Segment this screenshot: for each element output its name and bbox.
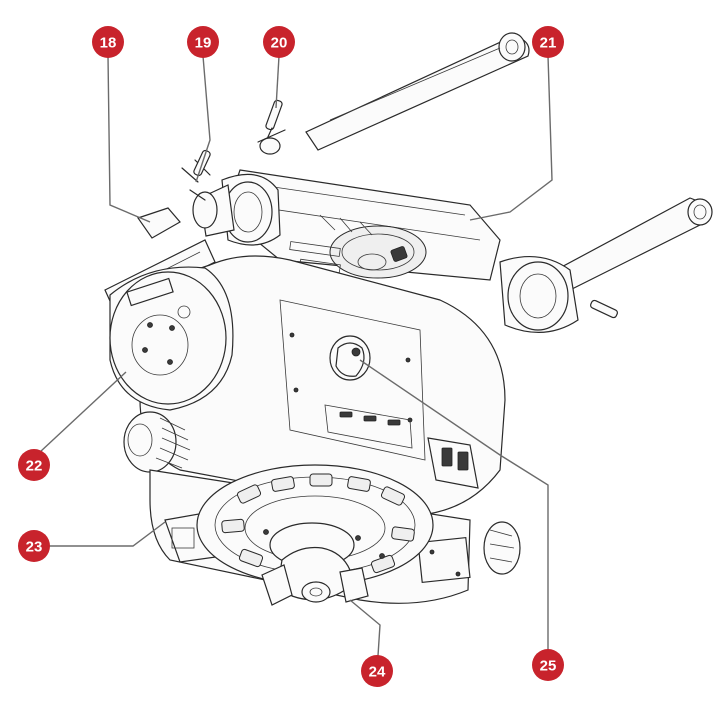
callout-19: 19 [187, 26, 219, 58]
pan-bar-clamp-right [499, 256, 618, 334]
callout-21-label: 21 [540, 35, 557, 52]
callout-19-badge [187, 26, 219, 58]
callout-23-badge [18, 530, 50, 562]
callout-25: 25 [532, 649, 564, 681]
callout-20-label: 20 [271, 35, 288, 52]
callout-22: 22 [18, 449, 50, 481]
callout-24-label: 24 [369, 664, 386, 681]
callout-18-badge [92, 26, 124, 58]
head-base [149, 464, 471, 606]
pan-bar-clamp-left [181, 99, 286, 246]
pan-bar-lower [555, 197, 713, 291]
callout-23: 23 [18, 530, 50, 562]
callout-21-badge [532, 26, 564, 58]
callout-18: 18 [92, 26, 124, 58]
bowl-slots [221, 473, 415, 574]
callout-20-badge [263, 26, 295, 58]
top-plate [224, 169, 501, 281]
head-body [109, 255, 521, 575]
callout-25-label: 25 [540, 658, 557, 675]
leader-lines [39, 55, 553, 672]
pan-bar-upper [305, 32, 530, 151]
callout-22-badge [18, 449, 50, 481]
callout-24-badge [361, 655, 393, 687]
callout-25-badge [532, 649, 564, 681]
callout-20: 20 [263, 26, 295, 58]
callout-21: 21 [532, 26, 564, 58]
callout-23-label: 23 [26, 539, 43, 556]
callout-18-label: 18 [100, 35, 117, 52]
callout-22-label: 22 [26, 458, 43, 475]
callout-19-label: 19 [195, 35, 212, 52]
callout-24: 24 [361, 655, 393, 687]
